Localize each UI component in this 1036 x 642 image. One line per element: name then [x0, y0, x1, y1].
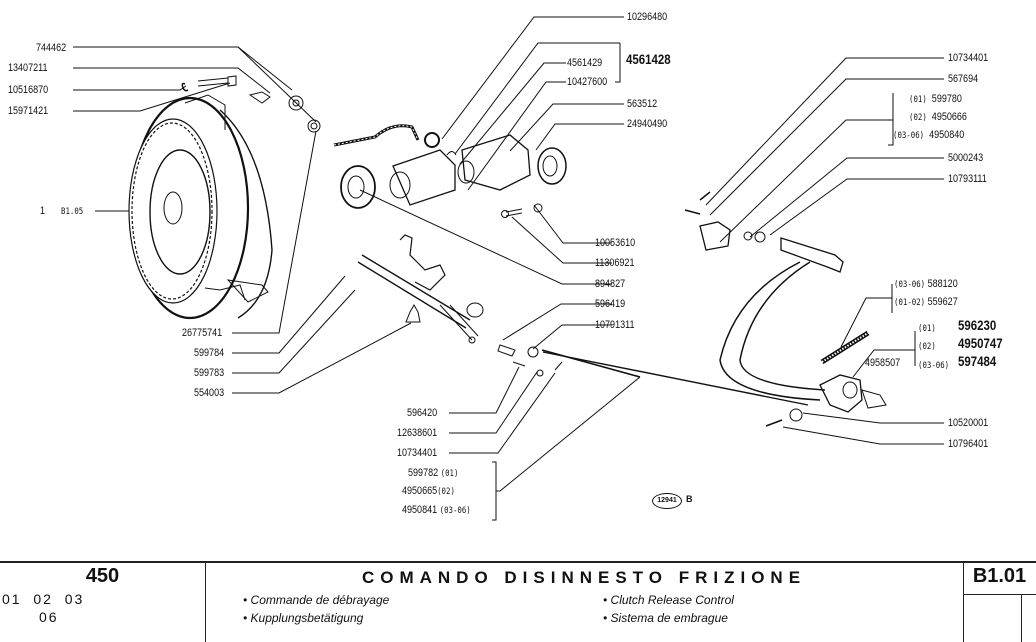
diagram-drawing	[73, 16, 944, 521]
pedal-part-02: 4950747	[958, 335, 1003, 351]
pedal-part-01: 596230	[958, 317, 997, 333]
rod-variant-03-06: 4950841 (03-06)	[402, 504, 471, 516]
title-block: 450 01 02 03 06 COMANDO DISINNESTO FRIZI…	[0, 561, 1036, 642]
part-label: 5000243	[948, 152, 984, 164]
part-label: 10296480	[627, 11, 668, 23]
pedal-variant-label: (01)	[918, 324, 936, 334]
bracket-variant-03-06: (03-06) 4950840	[893, 129, 965, 141]
part-label: 10520001	[948, 417, 989, 429]
rod-variant-01: 599782 (01)	[408, 467, 459, 479]
assembly-part-label: 4561428	[626, 51, 671, 67]
part-label: 599783	[194, 367, 225, 379]
subtitle-german: • Kupplungsbetätigung	[243, 611, 364, 625]
title-cell: COMANDO DISINNESTO FRIZIONE • Commande d…	[205, 563, 964, 642]
pedal-variant-label: (02)	[918, 342, 936, 352]
model-cell: 450 01 02 03 06	[0, 563, 206, 642]
part-label: 567694	[948, 73, 979, 85]
spring-variant-03-06: (03-06) 588120	[894, 278, 958, 290]
bracket-variant-01: (01) 599780	[909, 93, 962, 105]
variants-row: 01 02 03	[2, 591, 85, 607]
pedal-part-03-06: 597484	[958, 353, 997, 369]
drawing-reference-letter: B	[686, 494, 693, 504]
part-label: 11306921	[595, 257, 635, 269]
drawing-reference-number: 12941	[652, 493, 682, 509]
part-label: 10793111	[948, 173, 987, 185]
part-label: 10734401	[397, 447, 438, 459]
part-label: 894827	[595, 278, 626, 290]
part-label: 10796401	[948, 438, 989, 450]
divider	[1021, 594, 1022, 642]
page-title: COMANDO DISINNESTO FRIZIONE	[361, 568, 807, 587]
pedal-variant-label: (03-06)	[918, 361, 950, 371]
page-code: B1.01	[972, 565, 1027, 587]
pedal-bushing-label: 4958507	[865, 357, 901, 369]
variants-row: 06	[39, 609, 59, 625]
part-label: 10791311	[595, 319, 635, 331]
clutch-qty: 1	[40, 205, 46, 217]
part-label: 596420	[407, 407, 438, 419]
model-number: 450	[85, 565, 120, 587]
part-label: 744462	[36, 42, 67, 54]
subtitle-english: • Clutch Release Control	[603, 593, 734, 607]
part-label: 10053610	[595, 237, 636, 249]
clutch-ref-page: B1.05	[61, 207, 84, 217]
part-label: 10427600	[567, 76, 608, 88]
subtitle-french: • Commande de débrayage	[243, 593, 390, 607]
rod-variant-02: 4950665(02)	[402, 485, 455, 497]
part-label: 4561429	[567, 57, 603, 69]
part-label: 10734401	[948, 52, 989, 64]
part-label: 12638601	[397, 427, 438, 439]
subtitle-spanish: • Sistema de embrague	[603, 611, 728, 625]
part-label: 596419	[595, 298, 626, 310]
part-label: 10516870	[8, 84, 49, 96]
variant-list: 01 02 03 06	[2, 591, 84, 627]
part-label: 15971421	[8, 105, 49, 117]
spring-variant-01-02: (01-02) 559627	[894, 296, 958, 308]
part-label: 24940490	[627, 118, 668, 130]
divider	[963, 594, 1036, 595]
page-code-cell: B1.01	[963, 563, 1036, 642]
part-label: 599784	[194, 347, 225, 359]
bracket-variant-02: (02) 4950666	[909, 111, 967, 123]
part-label: 563512	[627, 98, 658, 110]
part-label: 13407211	[8, 62, 48, 74]
exploded-parts-diagram: 744462 13407211 10516870 15971421 1 B1.0…	[8, 11, 1003, 521]
part-label: 554003	[194, 387, 225, 399]
part-label: 26775741	[182, 327, 223, 339]
